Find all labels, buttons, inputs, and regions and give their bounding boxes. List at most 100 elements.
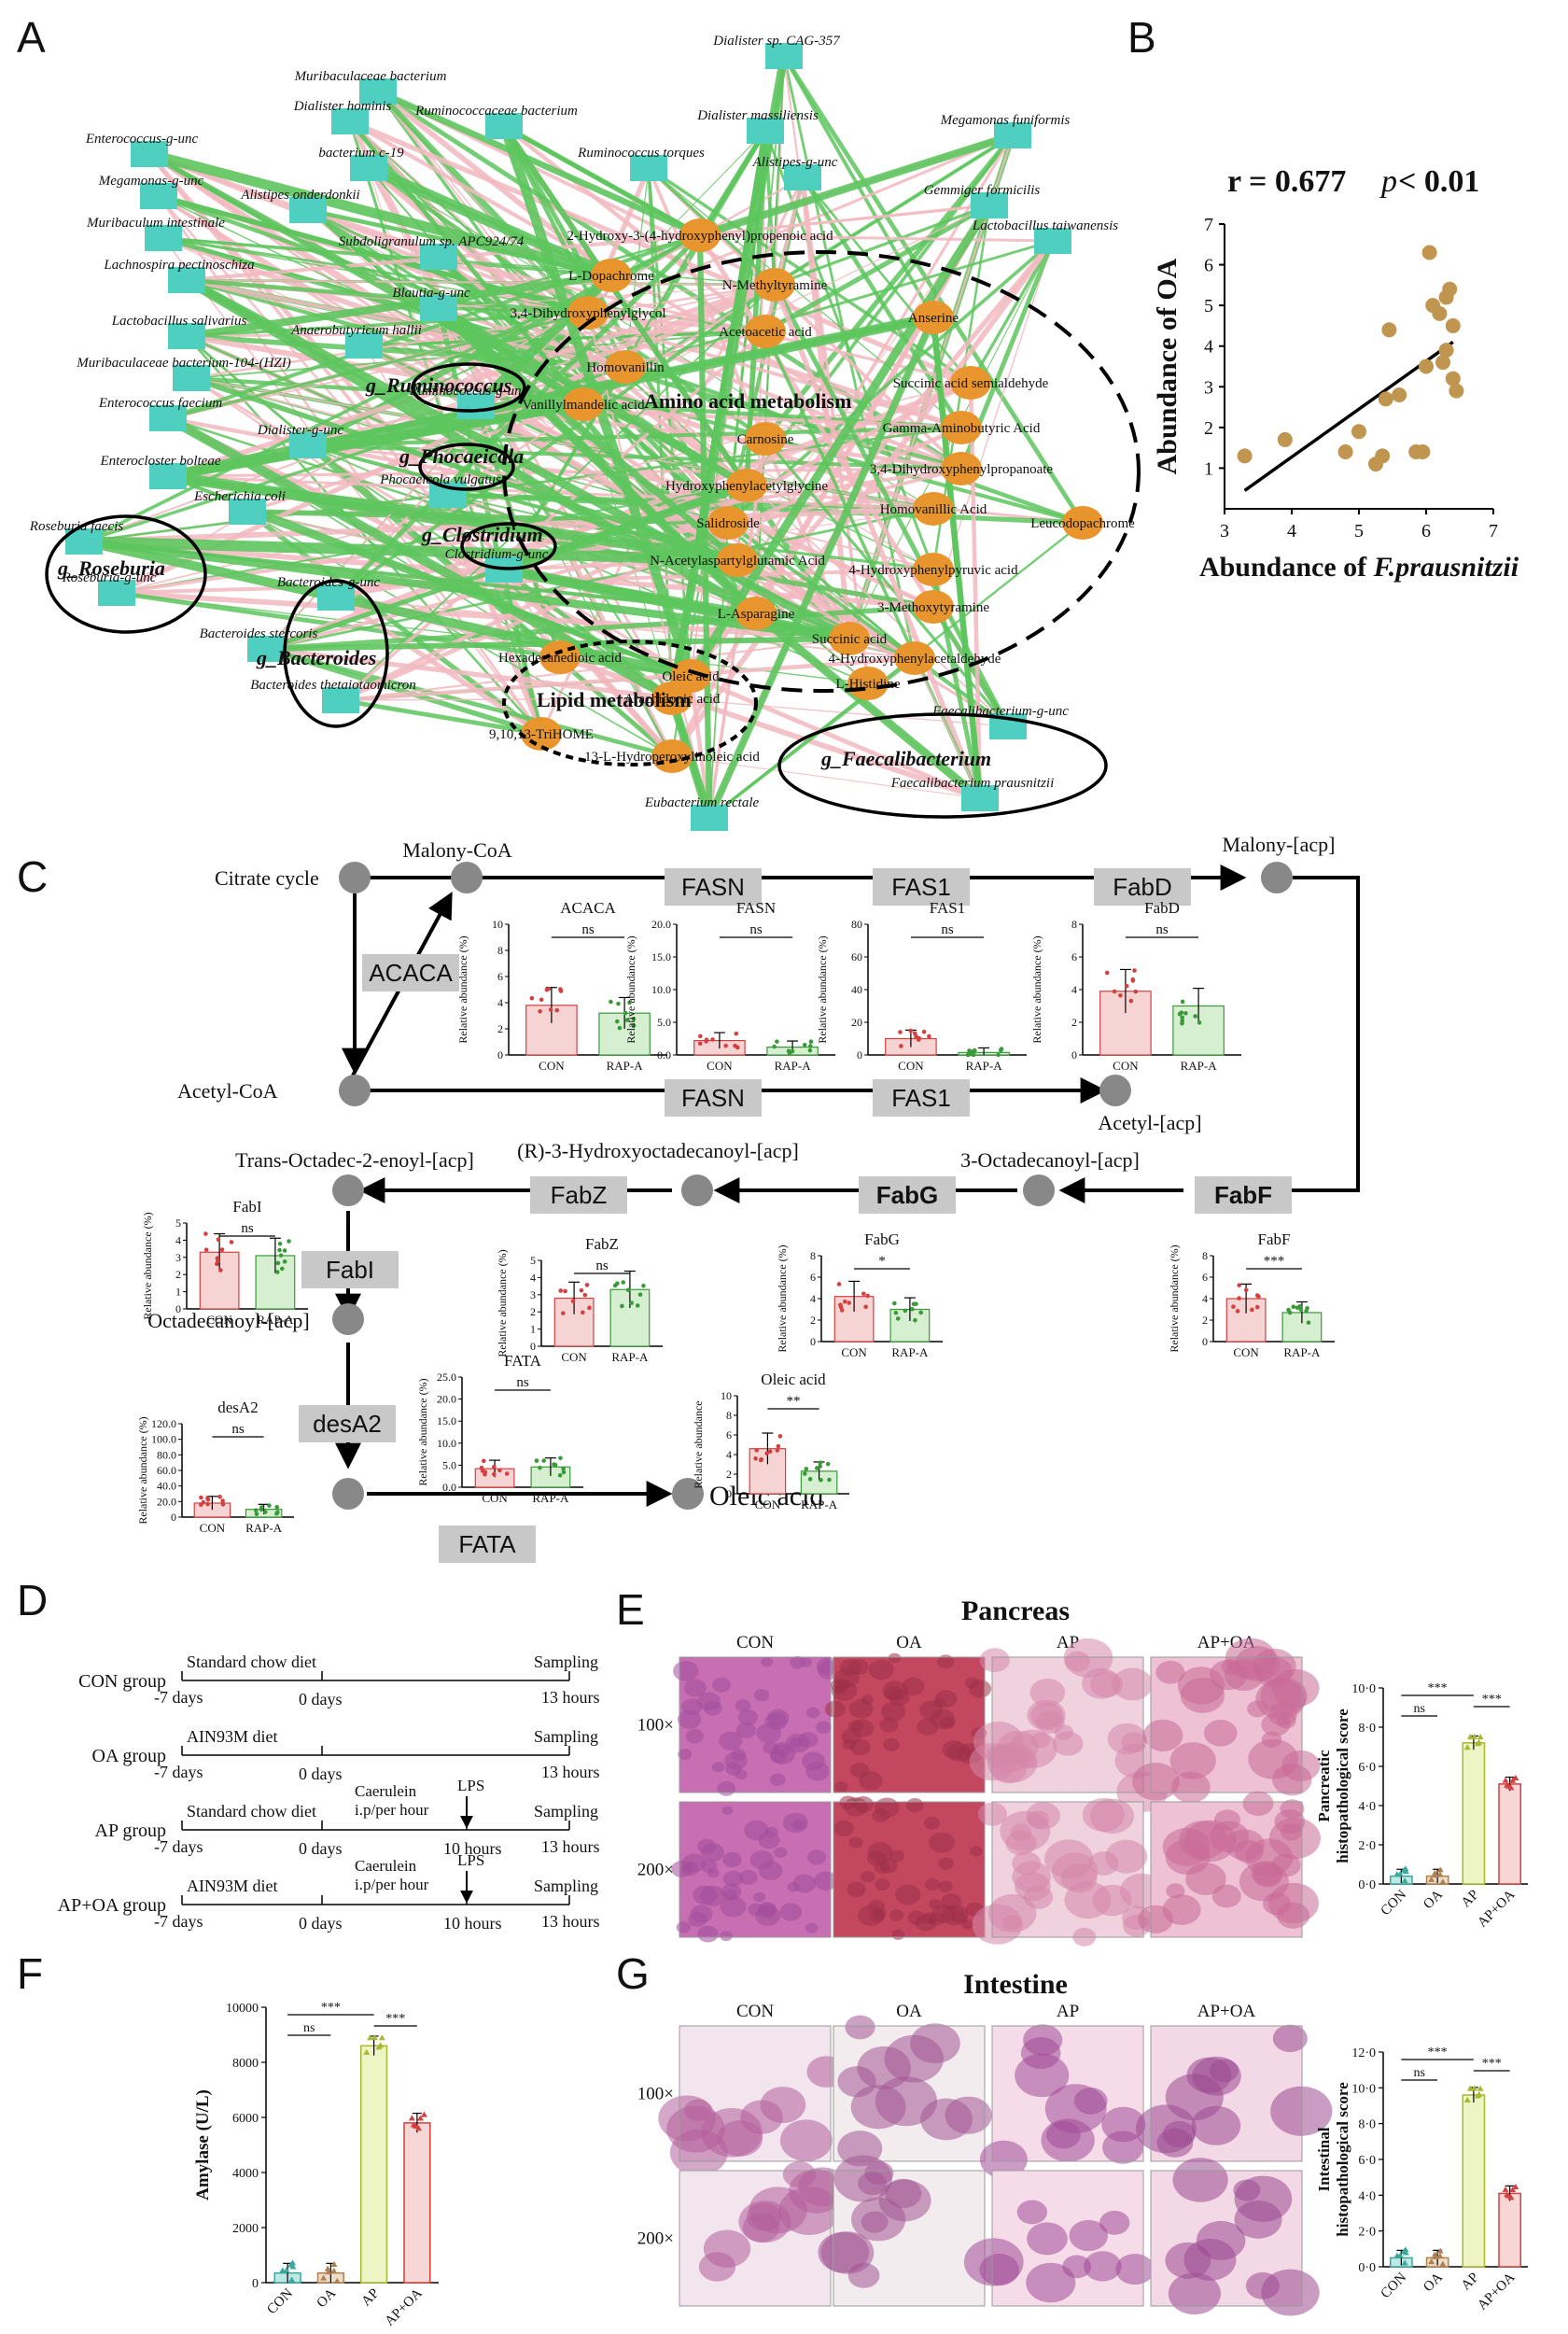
y-tick-label: 4 [1204,337,1213,358]
zero-label: 0 days [299,1914,343,1933]
x-tick-label: CON [1378,1887,1409,1919]
enzyme-box [859,1176,956,1214]
mini-chart: desA2020.040.060.080.0100.0120.0Relative… [136,1399,294,1535]
pathway-node [339,1075,371,1106]
tissue-cell [888,1652,902,1664]
edge [763,134,1015,441]
edge [186,277,589,316]
magnification-label: 100× [637,1716,674,1736]
mini-dot [842,1299,847,1304]
tissue-cell [1035,1710,1065,1734]
mini-y-tick-label: 8 [1202,1249,1208,1262]
metabolite-label: Hexadecanedioic acid [498,651,623,666]
mini-dot [861,1291,866,1297]
panel-letters: A B C D E F G [17,13,1156,1998]
mini-y-tick-label: 2 [175,1268,181,1281]
column-label: AP+OA [1197,2002,1256,2021]
tissue-cell [905,1798,924,1813]
mini-dot [1197,1020,1202,1025]
mini-dot [998,1047,1003,1053]
tissue-cell [1203,1720,1238,1747]
scatter-point [1419,359,1434,374]
y-tick-label: 4·0 [1358,2189,1376,2203]
edge [624,239,1054,369]
x-tick-label: 6 [1421,521,1431,541]
data-point [408,2115,415,2121]
pathway-node [332,1303,364,1335]
tissue-cell [699,1885,726,1906]
image-border [833,2170,986,2307]
x-tick-label: 7 [1489,521,1498,541]
bacteria-label: Muribaculaceae bacterium-104-(HZI) [76,356,291,371]
bar [1462,1742,1486,1885]
metabolite-label: L-Asparagine [718,607,795,622]
y-tick-label: 5 [1204,296,1213,316]
tissue-cell [879,1717,899,1733]
tissue-cell [842,1738,856,1750]
pathway-node [332,1478,364,1510]
metabolite-node [717,543,758,577]
metabolite-node [707,506,749,540]
mini-dot [553,1462,558,1468]
enzyme-label: FabG [876,1181,938,1209]
metabolite-node [847,667,889,700]
data-point [414,2125,422,2131]
mini-y-tick-label: 80.0 [157,1448,176,1461]
mini-dot [735,1045,740,1050]
data-point [1463,2096,1471,2102]
mini-y-tick-label: 8 [810,1249,816,1262]
tissue-cell [831,1678,849,1693]
enzyme-label: FAS1 [891,1084,951,1112]
mini-sig-label: ** [787,1394,801,1409]
edge [772,283,1011,728]
scatter-point [1435,355,1450,371]
y-tick-label: 6·0 [1358,2154,1376,2168]
clostridium-circle [460,522,557,570]
mini-x-label: CON [200,1521,226,1535]
tissue-cell [717,1780,736,1796]
tissue-cell [889,1849,905,1863]
bacteria-node [317,584,355,611]
bacteria-node [485,113,523,139]
ten-hours-label: 10 hours [443,1914,502,1933]
y-tick-label: 3 [1204,377,1213,398]
mini-x-label: RAP-A [1283,1345,1321,1359]
bacteria-label: Blautia-g-unc [392,286,470,301]
mini-dot [548,1007,553,1012]
bacteria-label: Anaerobutyricum hallii [290,323,422,338]
tissue-cell [761,1656,774,1667]
significance-label: ns [1414,2066,1425,2080]
bacteria-label: Alistipes onderdonkii [240,188,359,203]
mini-dot [229,1240,234,1244]
edge [339,330,767,702]
tissue-cell [735,1699,751,1712]
mini-y-label: Relative abundance (%) [496,1249,509,1357]
group-name: CON group [78,1671,166,1692]
tissue-cell [1234,1840,1264,1863]
bacteria-node [961,785,999,811]
mini-x-label: RAP-A [245,1521,283,1535]
tissue-cell [885,2178,922,2209]
bacteria-node [971,192,1008,218]
y-tick-label: 2·0 [1358,1839,1376,1853]
tissue-cell [1281,1750,1321,1782]
tissue-cell [867,1850,887,1866]
tissue-cell [805,1707,820,1719]
pathway-node [339,862,371,893]
data-point [1474,1740,1481,1747]
start-label: -7 days [154,1688,203,1707]
tissue-cell [722,1851,742,1868]
mini-chart-title: FabZ [585,1235,619,1253]
mini-x-label: RAP-A [775,1059,812,1073]
enzyme-label: FASN [681,1084,745,1112]
tissue-cell [1112,1667,1154,1701]
tissue-cell [1063,1638,1113,1678]
mini-dot [787,1050,792,1056]
column-label: CON [736,2002,774,2021]
mini-sig-label: ns [241,1221,254,1236]
bacteria-label: Lachnospira pectinoschiza [103,258,254,273]
